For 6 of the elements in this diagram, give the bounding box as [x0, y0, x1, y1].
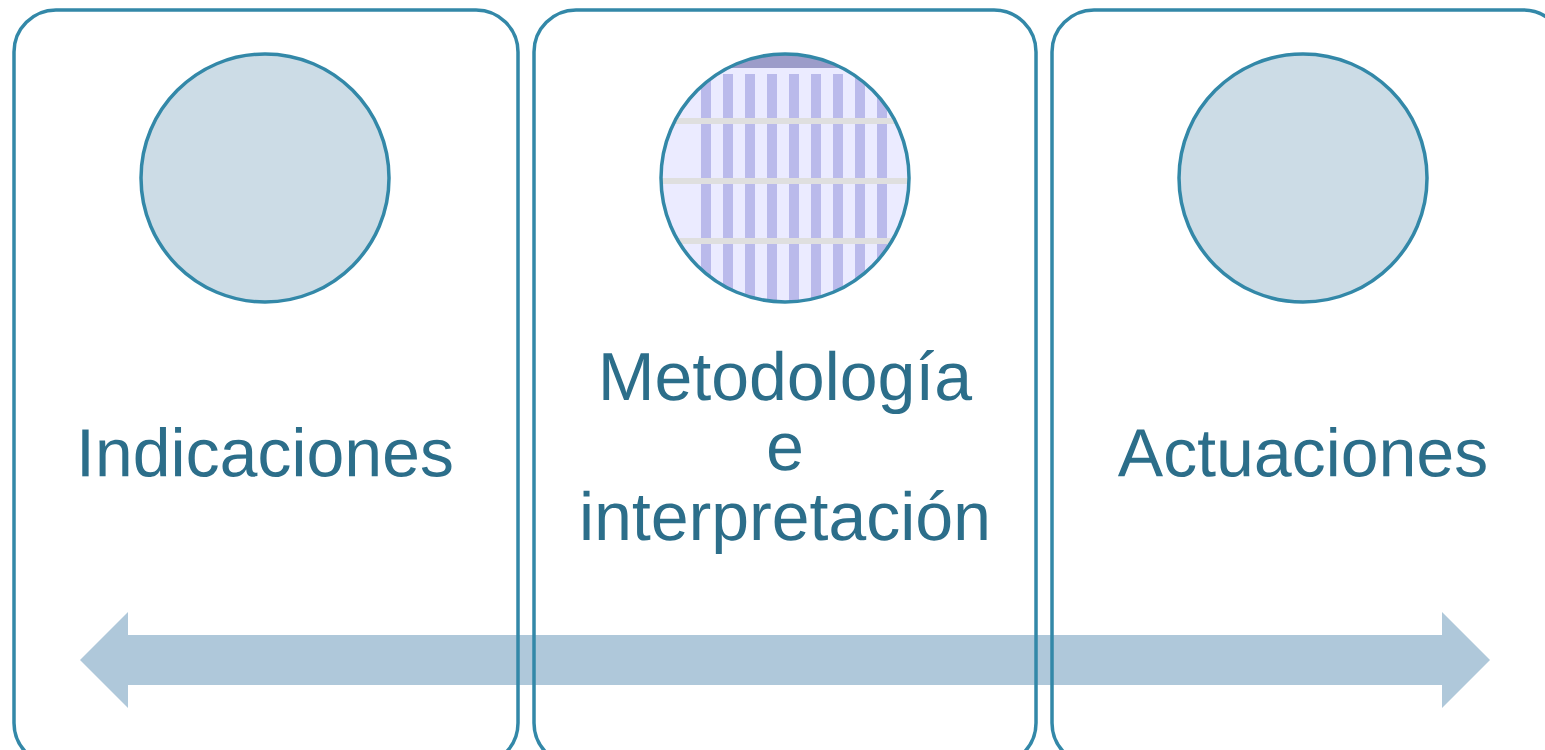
- circle: [1177, 52, 1429, 304]
- panel: Actuaciones: [1050, 8, 1545, 750]
- picture: [659, 52, 911, 304]
- circle: [139, 52, 391, 304]
- panel: Indicaciones: [12, 8, 520, 750]
- panel: Metodología e interpretación: [532, 8, 1038, 750]
